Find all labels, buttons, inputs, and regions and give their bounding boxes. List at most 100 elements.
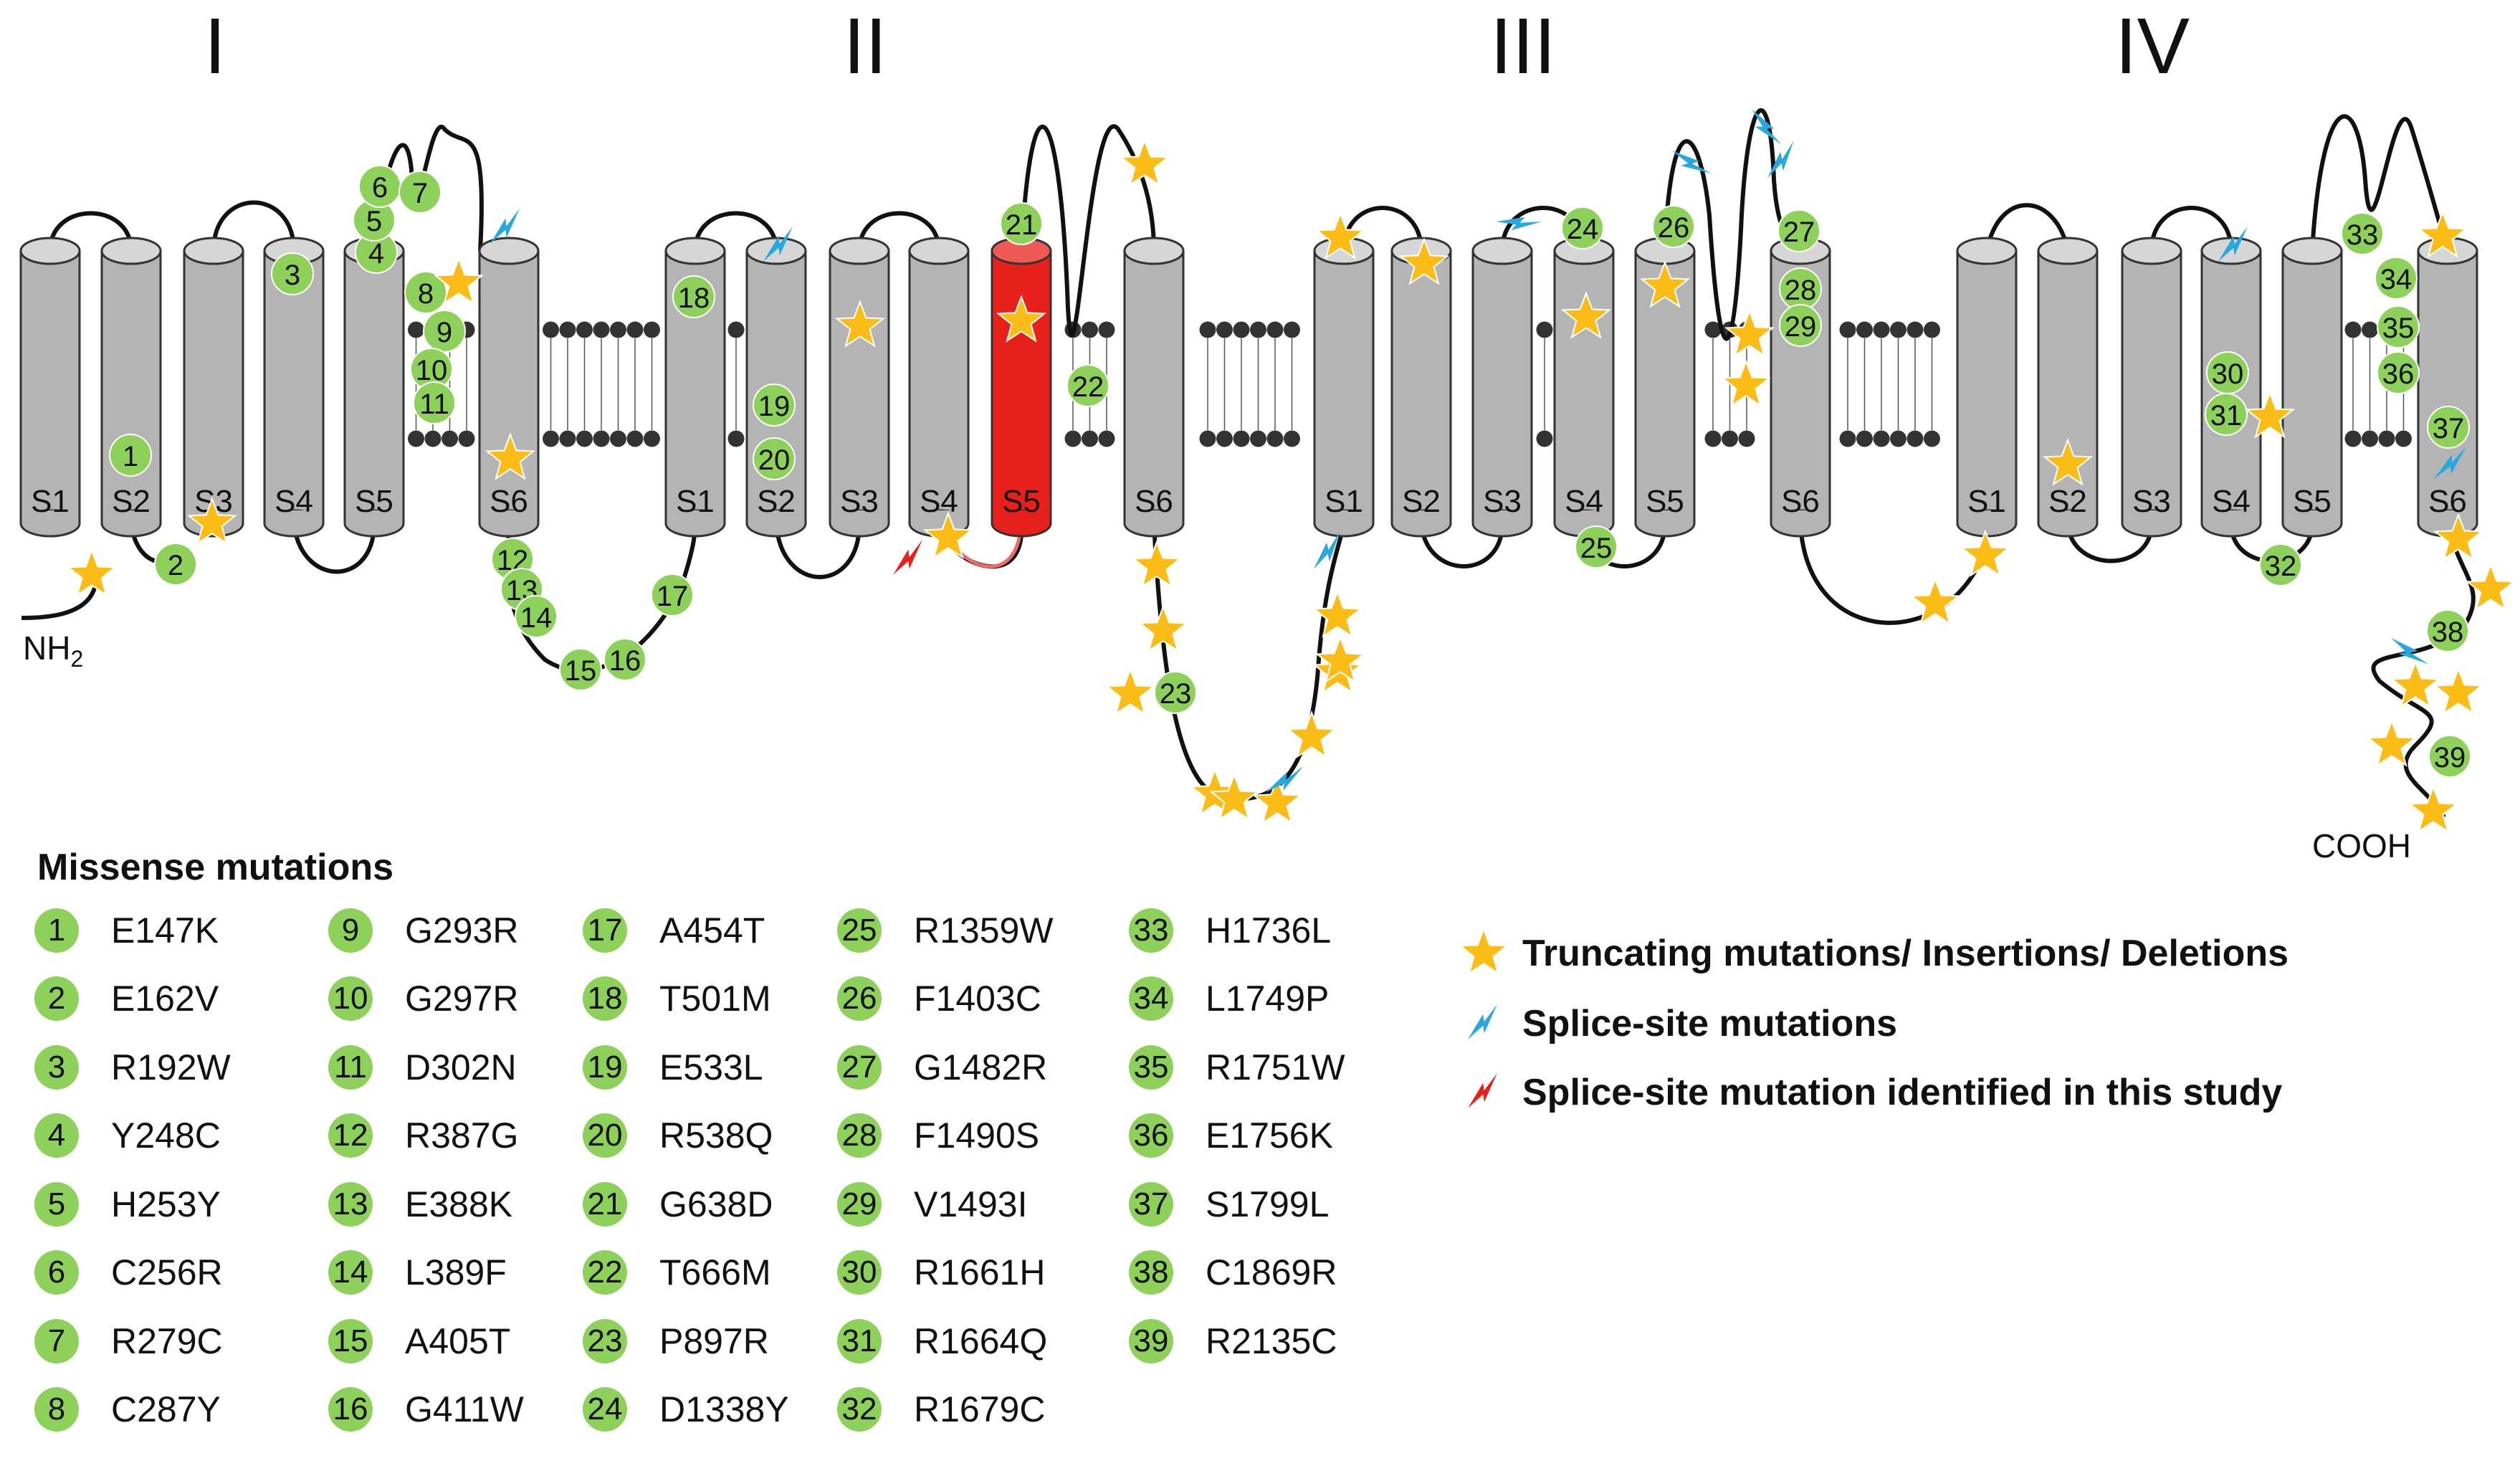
segment-label: S4 <box>2212 484 2251 519</box>
helix-d1-s1: S1 <box>19 237 81 538</box>
splice-site-bolt <box>1752 109 1782 145</box>
lightning-bolt-icon <box>1468 1004 1497 1039</box>
legend-mutation-label: L389F <box>405 1252 507 1293</box>
svg-text:8: 8 <box>418 278 434 310</box>
truncating-star <box>2407 785 2459 833</box>
mutation-badge-29: 29 <box>1779 304 1822 347</box>
splice-site-bolt <box>490 208 520 244</box>
svg-text:20: 20 <box>758 444 791 476</box>
svg-text:17: 17 <box>657 581 689 612</box>
splice-site-bolt <box>2218 226 2248 262</box>
legend-badge: 19 <box>583 1044 627 1090</box>
lipid-head <box>1082 321 1098 338</box>
svg-text:25: 25 <box>1580 533 1613 564</box>
truncating-star <box>1286 710 1337 758</box>
splice-site-bolt <box>1314 531 1340 569</box>
segment-label: S5 <box>355 484 393 519</box>
lipid-head <box>2344 430 2362 447</box>
svg-text:19: 19 <box>758 391 791 422</box>
helix-d4-s6: S6 <box>2417 237 2478 538</box>
lipid-head <box>626 321 644 338</box>
lipid-head <box>543 430 559 447</box>
lipid-head <box>1924 321 1940 338</box>
segment-label: S3 <box>840 484 879 519</box>
mutation-badge-37: 37 <box>2427 406 2470 449</box>
legend-mutation-label: E147K <box>111 910 219 951</box>
mutation-badge-18: 18 <box>672 275 715 318</box>
lipid-head <box>1250 430 1266 447</box>
legend-mutation-label: R1751W <box>1206 1047 1345 1087</box>
loop-segment <box>21 586 97 620</box>
lipid-head <box>559 321 576 338</box>
lipid-head <box>458 430 475 447</box>
segment-label: S5 <box>2293 484 2332 519</box>
legend-mutation-label: L1749P <box>1206 979 1330 1019</box>
legend-badge: 24 <box>583 1387 627 1432</box>
legend-mutation-label: S1799L <box>1206 1184 1330 1224</box>
mutation-badge-7: 7 <box>398 171 442 214</box>
legend-mutation-label: R279C <box>111 1320 223 1361</box>
lipid-head <box>1284 321 1300 338</box>
svg-text:16: 16 <box>609 645 641 677</box>
legend-badge: 30 <box>837 1250 882 1295</box>
lipid-head <box>593 321 610 338</box>
truncating-star <box>1137 604 1189 652</box>
svg-text:6: 6 <box>372 172 388 204</box>
truncating-star <box>834 300 886 348</box>
legend-badge: 29 <box>837 1181 882 1227</box>
segment-label: S5 <box>1002 484 1041 519</box>
legend-mutation-label: R1664Q <box>914 1320 1048 1361</box>
legend-mutation-label: G297R <box>405 979 519 1019</box>
truncating-star <box>1314 211 1366 260</box>
loop-segment <box>292 523 376 574</box>
truncating-star <box>1720 359 1772 407</box>
svg-text:21: 21 <box>1006 209 1038 241</box>
loop-segment <box>774 523 862 579</box>
legend-badge: 11 <box>328 1044 373 1090</box>
truncating-star <box>1104 667 1156 715</box>
mutation-badge-28: 28 <box>1779 267 1822 310</box>
splice-site-bolt <box>2434 446 2467 479</box>
truncating-star <box>485 432 536 480</box>
loop-segment <box>1798 523 1989 625</box>
helix-d4-s3: S3 <box>2121 237 2182 538</box>
lipid-head <box>1098 321 1115 338</box>
mutation-badge-38: 38 <box>2426 609 2469 652</box>
loop-segment <box>2310 114 2450 252</box>
legend-mutation-label: G411W <box>405 1389 524 1430</box>
legend-mutation-label: R1679C <box>914 1389 1046 1430</box>
svg-text:3: 3 <box>285 260 300 291</box>
legend-badge: 1 <box>34 908 79 953</box>
domain-label-2: II <box>843 2 887 90</box>
helix-d3-s1: S1 <box>1313 237 1375 538</box>
helix-d1-s5: S5 <box>343 237 405 538</box>
svg-text:33: 33 <box>2347 219 2379 251</box>
segment-label: S3 <box>2132 484 2171 519</box>
legend-mutation-label: R2135C <box>1206 1320 1337 1361</box>
svg-text:38: 38 <box>2432 617 2464 648</box>
lipid-head <box>593 430 610 447</box>
truncating-star <box>1312 590 1363 638</box>
legend-mutation-label: R1359W <box>914 910 1054 951</box>
mutation-badge-15: 15 <box>559 648 602 691</box>
legend-badge: 17 <box>583 908 627 953</box>
helix-d3-s5: S5 <box>1634 237 1696 538</box>
truncating-star <box>2042 438 2094 486</box>
lipid-head <box>543 321 559 338</box>
legend-mutation-label: R192W <box>111 1047 231 1087</box>
splice-site-bolt <box>1767 141 1794 178</box>
mutation-badge-25: 25 <box>1575 525 1618 568</box>
legend-mutation-label: E388K <box>405 1184 513 1224</box>
segment-label: S2 <box>757 484 796 519</box>
svg-text:1: 1 <box>123 441 138 472</box>
domain-label-3: III <box>1490 2 1556 90</box>
